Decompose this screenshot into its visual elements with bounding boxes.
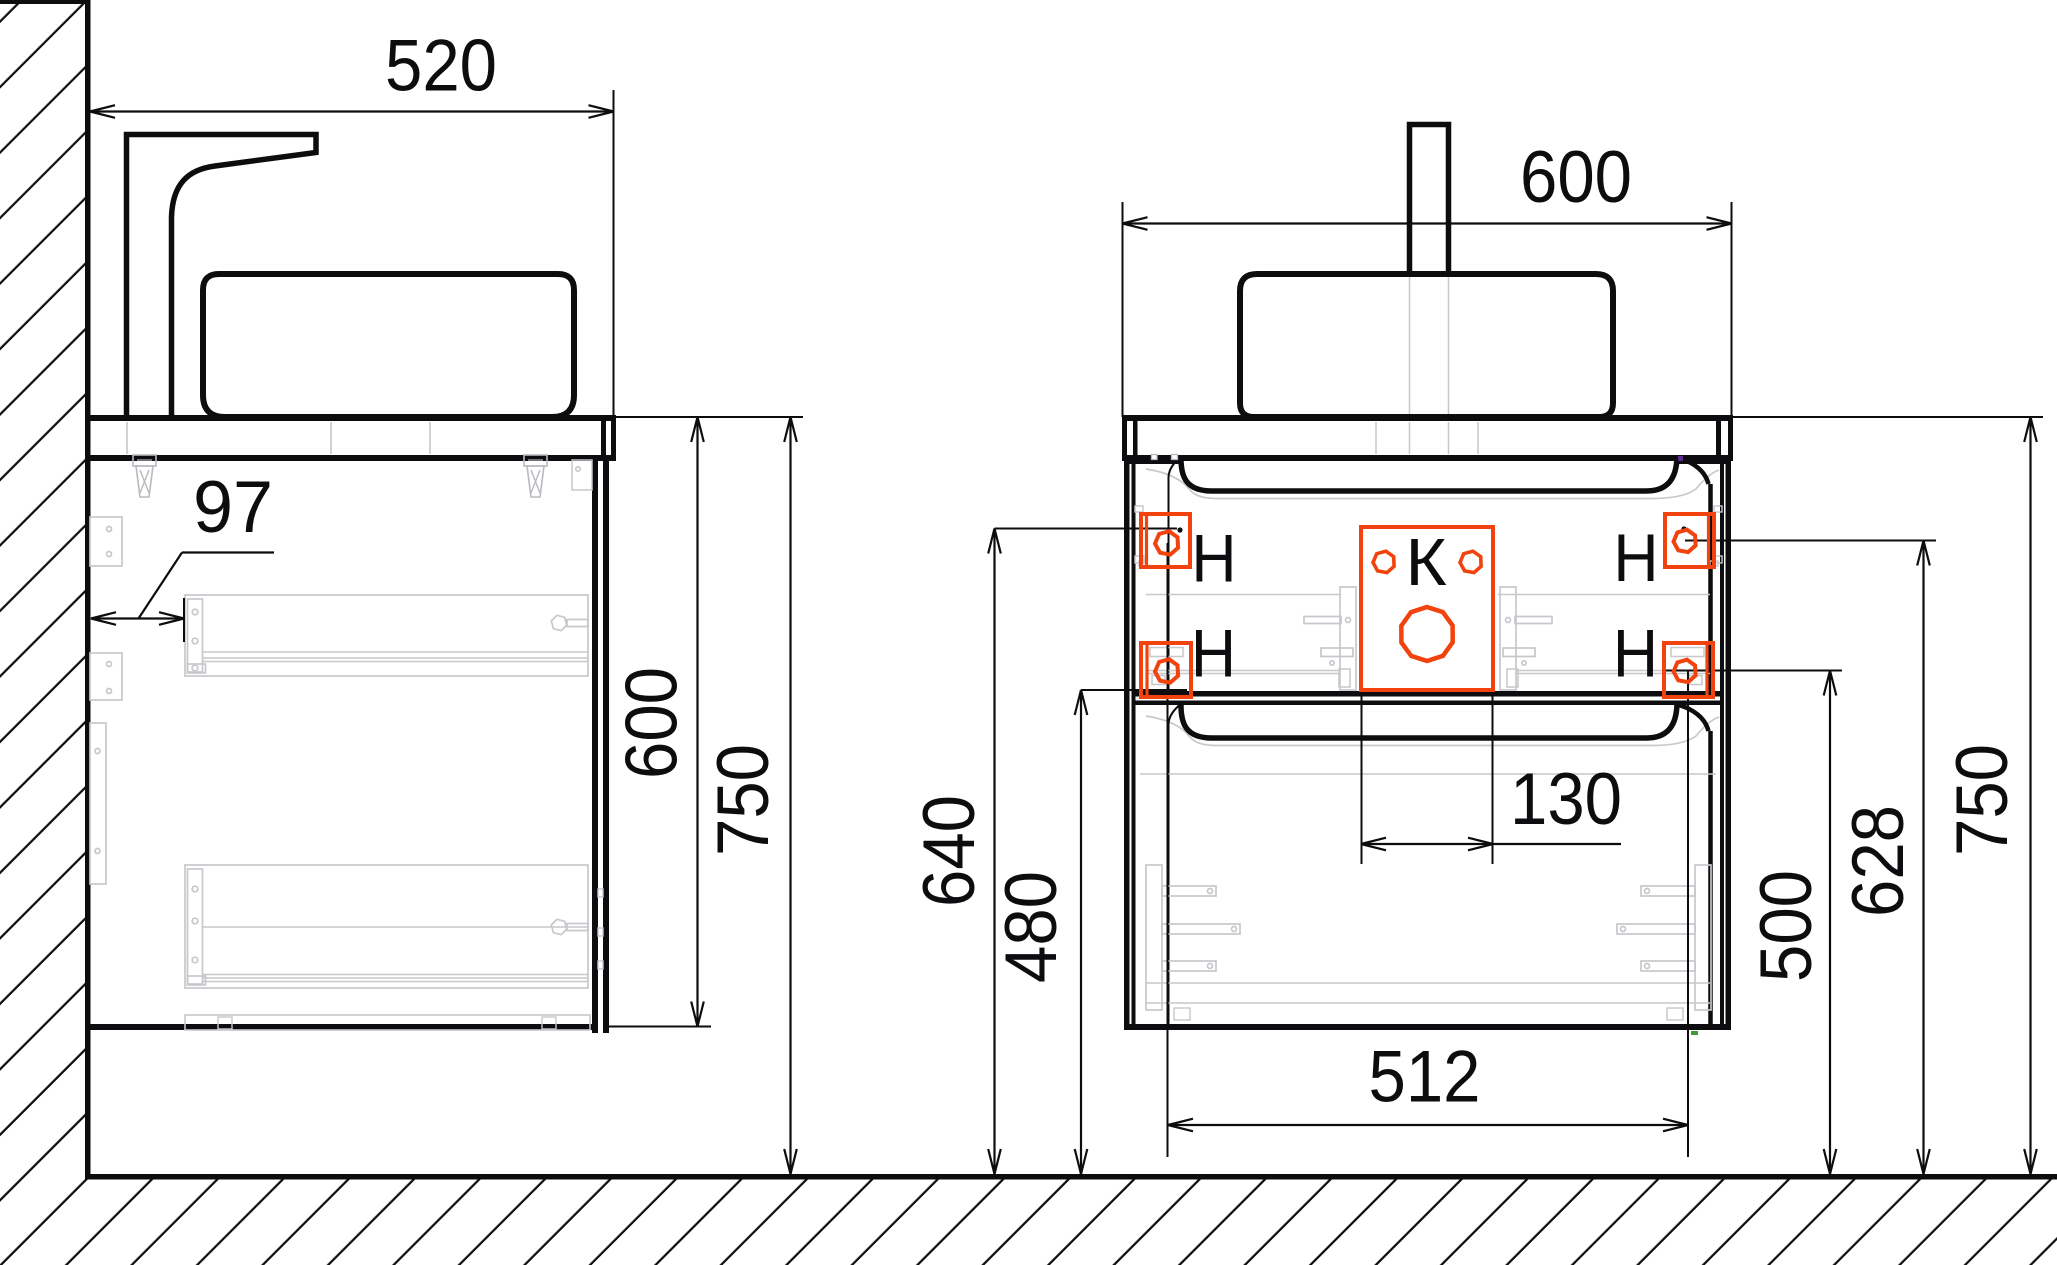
svg-text:500: 500: [1746, 870, 1827, 982]
svg-text:Н: Н: [1613, 615, 1658, 691]
svg-text:97: 97: [193, 467, 273, 548]
svg-text:К: К: [1405, 525, 1446, 600]
svg-text:480: 480: [991, 871, 1072, 983]
svg-text:750: 750: [1942, 744, 2023, 856]
svg-text:640: 640: [909, 795, 990, 907]
svg-text:Н: Н: [1191, 520, 1236, 596]
svg-text:600: 600: [612, 667, 693, 779]
svg-text:Н: Н: [1191, 615, 1236, 691]
svg-text:628: 628: [1838, 805, 1919, 917]
svg-text:600: 600: [1520, 137, 1632, 218]
svg-text:750: 750: [703, 744, 784, 856]
svg-text:130: 130: [1510, 759, 1622, 840]
svg-text:512: 512: [1369, 1037, 1481, 1118]
svg-text:Н: Н: [1613, 519, 1658, 595]
svg-text:520: 520: [385, 26, 497, 107]
